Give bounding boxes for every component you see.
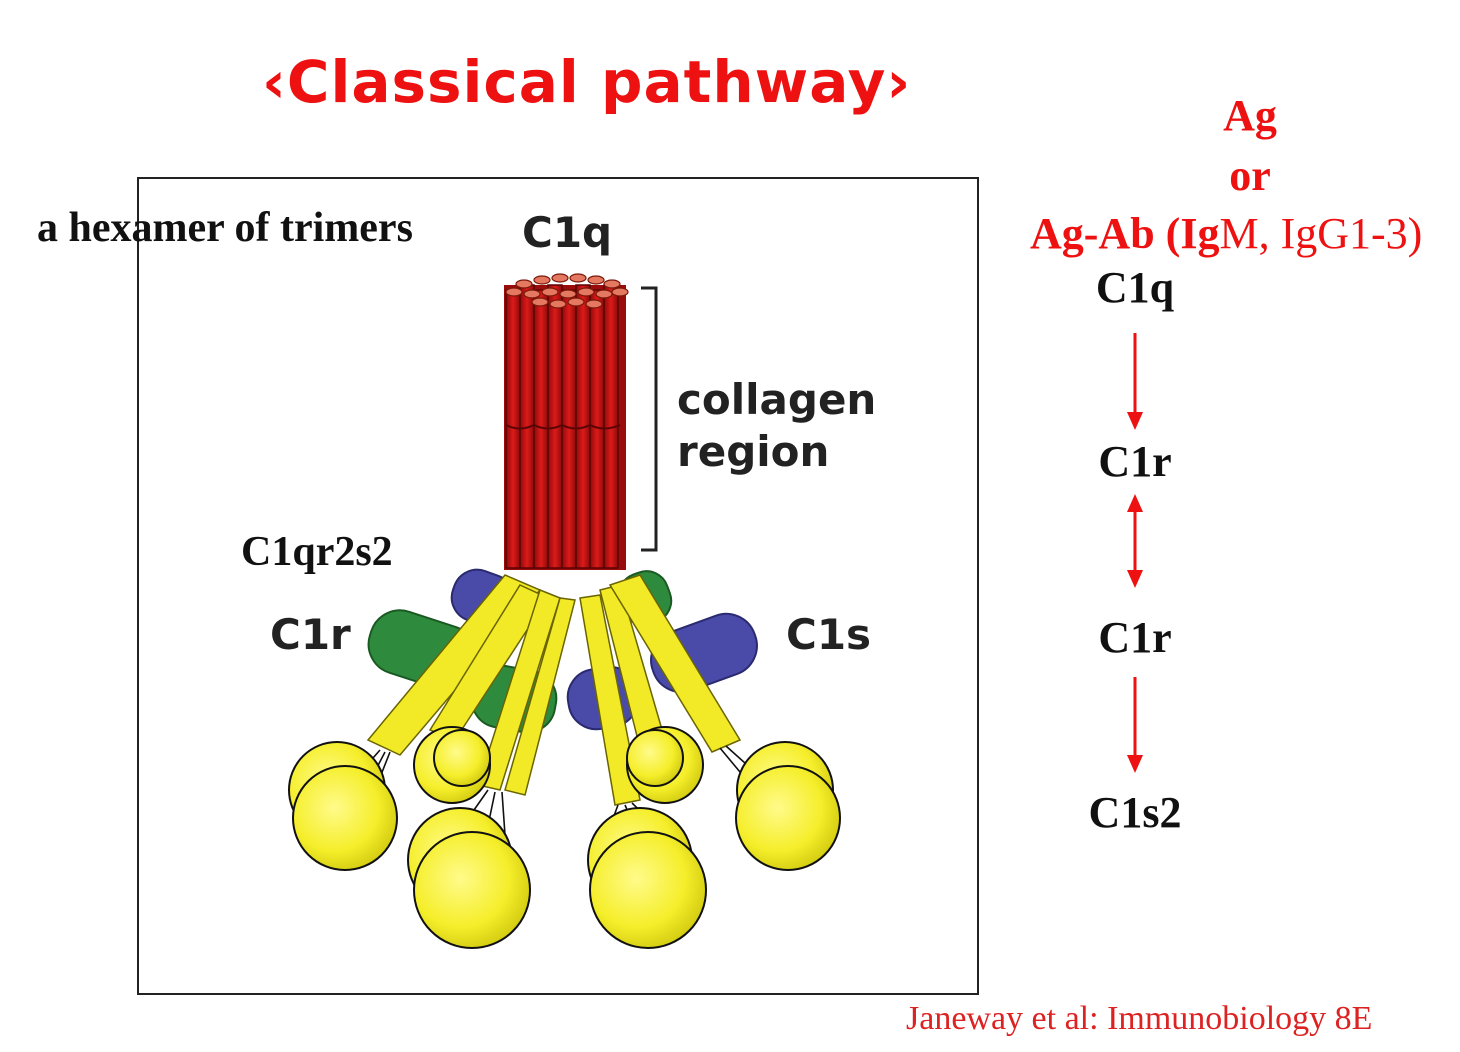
cascade-step-c1r-2: C1r <box>1098 613 1172 662</box>
collagen-bundle <box>504 273 629 570</box>
arrow-head-up-2 <box>1127 494 1143 512</box>
arrow-head-down-3 <box>1127 755 1143 773</box>
hexamer-caption: a hexamer of trimers <box>37 205 413 251</box>
slide-title: ‹Classical pathway› <box>262 48 912 116</box>
complex-label: C1qr2s2 <box>241 529 393 575</box>
collagen-bracket <box>641 286 658 552</box>
cascade-arrows <box>1127 333 1143 773</box>
figure-frame <box>137 177 979 995</box>
trigger-ag-ab-bold: Ag-Ab (Ig <box>1030 209 1220 258</box>
globular-heads <box>288 726 841 949</box>
stalks <box>366 574 742 806</box>
collagen-region-label: collagen region <box>677 374 876 478</box>
collagen-label-line1: collagen <box>677 375 877 424</box>
c1s-figure-label: C1s <box>786 610 872 659</box>
c1q-figure-label: C1q <box>522 208 613 257</box>
cascade-step-c1r-1: C1r <box>1098 437 1172 486</box>
cascade-step-c1s2: C1s2 <box>1088 788 1182 837</box>
tethers <box>344 737 776 841</box>
trigger-ag-ab-rest: M, IgG1-3) <box>1219 209 1423 258</box>
trigger-or: or <box>1229 151 1271 200</box>
collagen-label-line2: region <box>677 427 830 476</box>
arrow-head-down-2 <box>1127 570 1143 588</box>
cascade-step-c1q: C1q <box>1095 263 1175 312</box>
arrow-head-down-1 <box>1127 412 1143 430</box>
trigger-ag-ab: Ag-Ab (IgM, IgG1-3) <box>1030 208 1422 259</box>
c1r-figure-label: C1r <box>270 610 351 659</box>
citation: Janeway et al: Immunobiology 8E <box>906 1000 1373 1037</box>
trigger-ag: Ag <box>1223 91 1277 140</box>
